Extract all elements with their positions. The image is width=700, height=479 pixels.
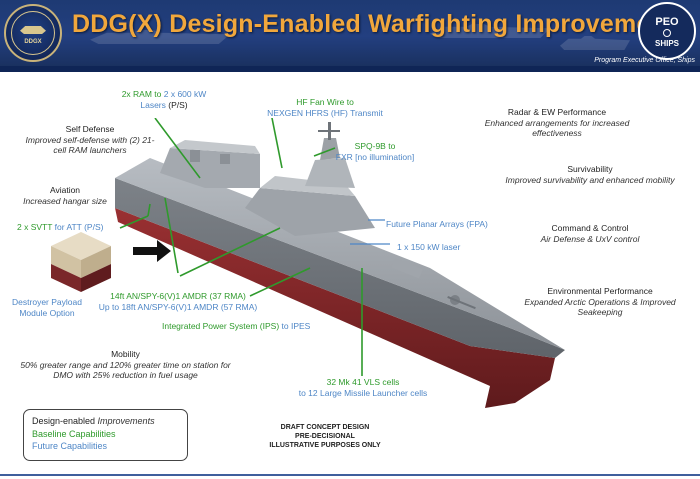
page-title: DDG(X) Design-Enabled Warfighting Improv… bbox=[72, 10, 689, 38]
note-radar-ew: Radar & EW Performance Enhanced arrangem… bbox=[484, 107, 630, 139]
arrow-right-icon bbox=[133, 240, 171, 262]
callout-hf-fan-wire: HF Fan Wire to NEXGEN HFRS (HF) Transmit bbox=[267, 97, 383, 118]
ship-illustration bbox=[115, 118, 565, 408]
legend-box: Design-enabled Improvements Baseline Cap… bbox=[23, 409, 188, 461]
legend-design-enabled: Design-enabled Improvements bbox=[32, 416, 155, 426]
note-environmental: Environmental Performance Expanded Arcti… bbox=[524, 286, 676, 318]
background-ship-silhouette bbox=[430, 24, 550, 38]
background-ship-silhouette bbox=[90, 30, 230, 44]
peo-ships-logo-icon: PEO SHIPS bbox=[638, 2, 696, 60]
callout-future-planar-arrays: Future Planar Arrays (FPA) bbox=[386, 219, 488, 229]
callout-integrated-power-system: Integrated Power System (IPS) to IPES bbox=[162, 321, 311, 331]
draft-notice: DRAFT CONCEPT DESIGN PRE-DECISIONAL ILLU… bbox=[269, 424, 381, 450]
footer-rule bbox=[0, 474, 700, 476]
note-survivability: Survivability Improved survivability and… bbox=[505, 164, 675, 185]
background-ship-silhouette bbox=[560, 36, 630, 50]
callout-150kw-laser: 1 x 150 kW laser bbox=[397, 242, 461, 252]
organization-name: Program Executive Office, Ships bbox=[594, 57, 695, 64]
legend-future: Future Capabilities bbox=[32, 441, 108, 452]
note-aviation: Aviation Increased hangar size bbox=[23, 185, 107, 206]
callout-svtt: 2 x SVTT for ATT (P/S) bbox=[17, 222, 104, 232]
note-mobility: Mobility 50% greater range and 120% grea… bbox=[20, 349, 231, 381]
header-underline bbox=[0, 66, 700, 72]
note-command-control: Command & Control Air Defense & UxV cont… bbox=[540, 223, 640, 244]
callout-amdr: 14ft AN/SPY-6(V)1 AMDR (37 RMA) Up to 18… bbox=[98, 291, 258, 312]
legend-baseline: Baseline Capabilities bbox=[32, 428, 116, 439]
callout-ram-lasers: 2x RAM to 2 x 600 kW Lasers (P/S) bbox=[121, 89, 207, 110]
callout-vls-cells: 32 Mk 41 VLS cells to 12 Large Missile L… bbox=[298, 377, 428, 398]
note-self-defense: Self Defense Improved self-defense with … bbox=[25, 124, 155, 156]
callout-spq-9b: SPQ-9B to FXR [no illumination] bbox=[335, 141, 415, 162]
ddgx-seal-icon: DDGX bbox=[4, 4, 62, 62]
destroyer-payload-module-icon bbox=[51, 232, 111, 292]
header-banner: DDGX DDG(X) Design-Enabled Warfighting I… bbox=[0, 0, 700, 66]
callout-payload-module: Destroyer Payload Module Option bbox=[12, 297, 82, 318]
